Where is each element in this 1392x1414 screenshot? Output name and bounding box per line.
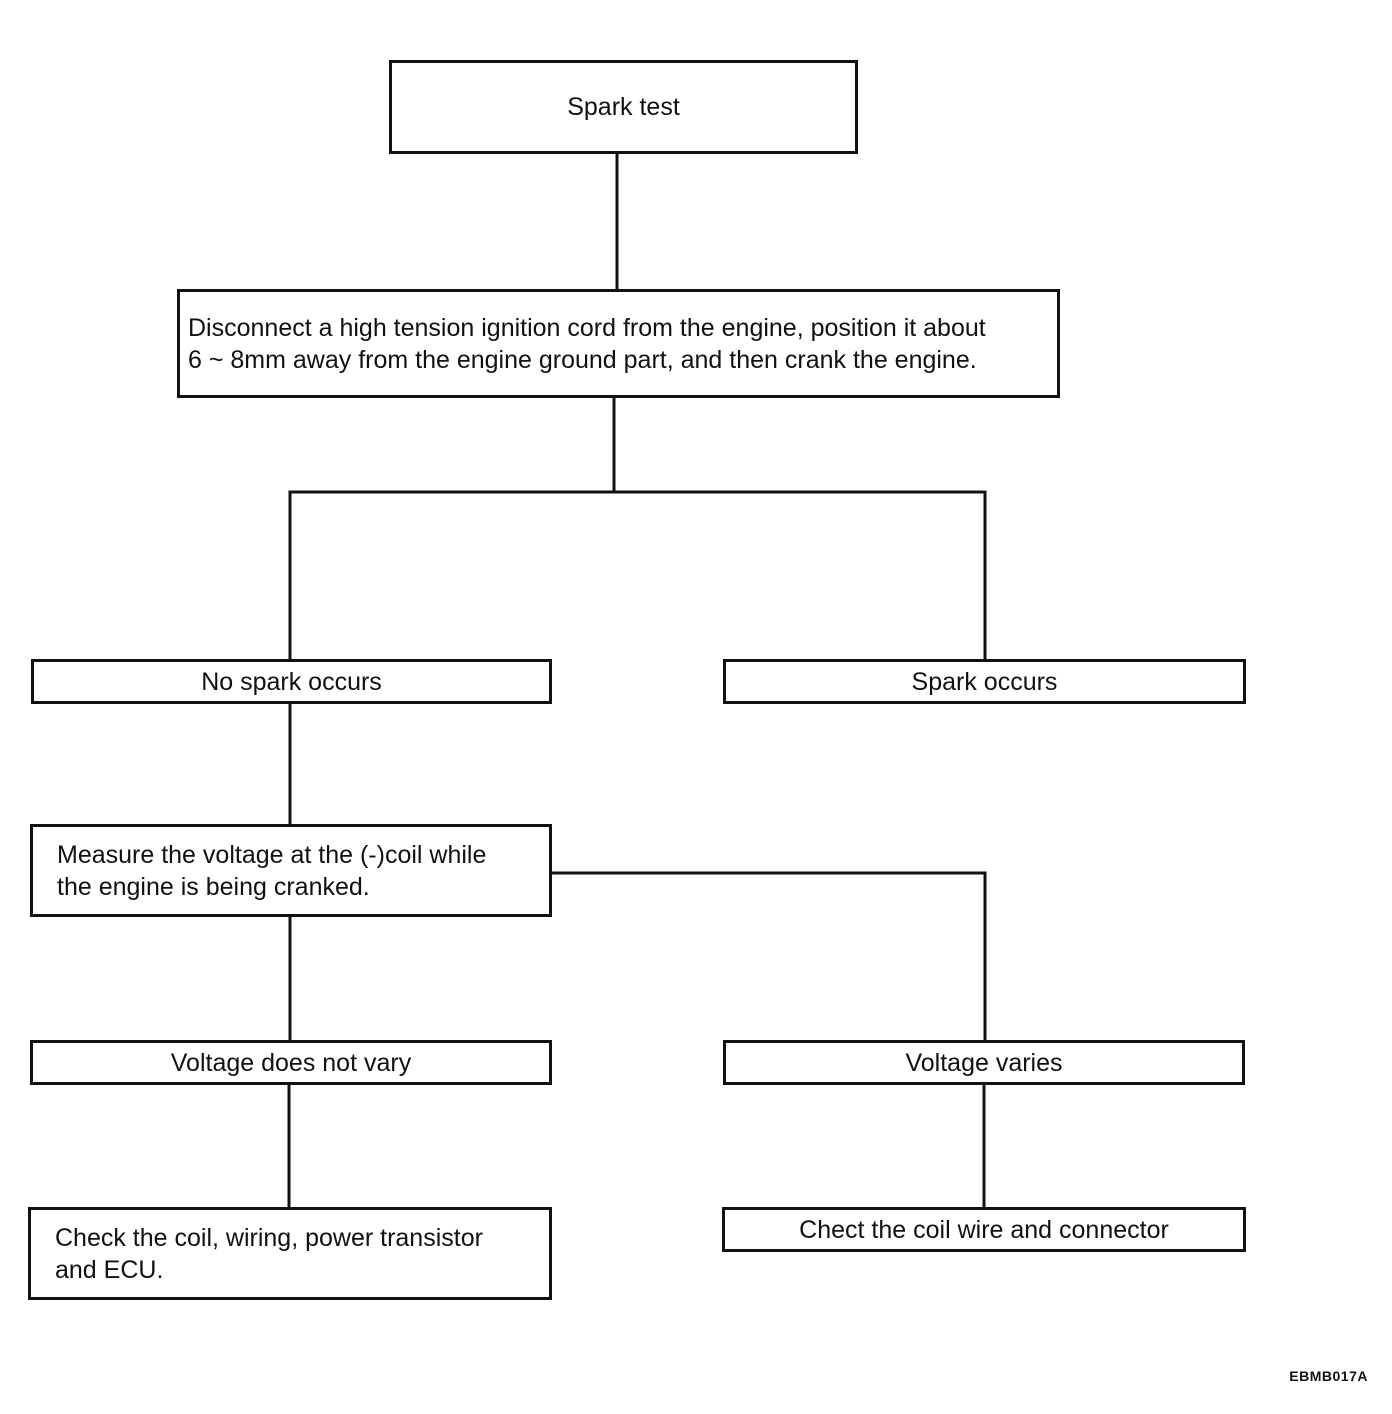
measure-voltage-box: Measure the voltage at the (-)coil while… bbox=[30, 824, 552, 917]
spark-label: Spark occurs bbox=[911, 667, 1058, 696]
voltage-varies-box: Voltage varies bbox=[723, 1040, 1245, 1085]
no-spark-label: No spark occurs bbox=[201, 667, 382, 696]
no-spark-box: No spark occurs bbox=[31, 659, 552, 704]
check-wire-label: Chect the coil wire and connector bbox=[799, 1215, 1169, 1244]
spark-test-box: Spark test bbox=[389, 60, 858, 154]
procedure-label: Disconnect a high tension ignition cord … bbox=[188, 313, 986, 374]
measure-voltage-label: Measure the voltage at the (-)coil while… bbox=[57, 840, 487, 901]
check-wire-box: Chect the coil wire and connector bbox=[722, 1207, 1246, 1252]
check-coil-label: Check the coil, wiring, power transistor… bbox=[55, 1223, 483, 1284]
check-coil-box: Check the coil, wiring, power transistor… bbox=[28, 1207, 552, 1300]
voltage-not-vary-label: Voltage does not vary bbox=[170, 1048, 412, 1077]
spark-test-label: Spark test bbox=[567, 93, 680, 121]
voltage-varies-label: Voltage varies bbox=[905, 1048, 1063, 1077]
spark-box: Spark occurs bbox=[723, 659, 1246, 704]
figure-code: EBMB017A bbox=[1289, 1368, 1368, 1384]
procedure-box: Disconnect a high tension ignition cord … bbox=[177, 289, 1060, 398]
voltage-not-vary-box: Voltage does not vary bbox=[30, 1040, 552, 1085]
